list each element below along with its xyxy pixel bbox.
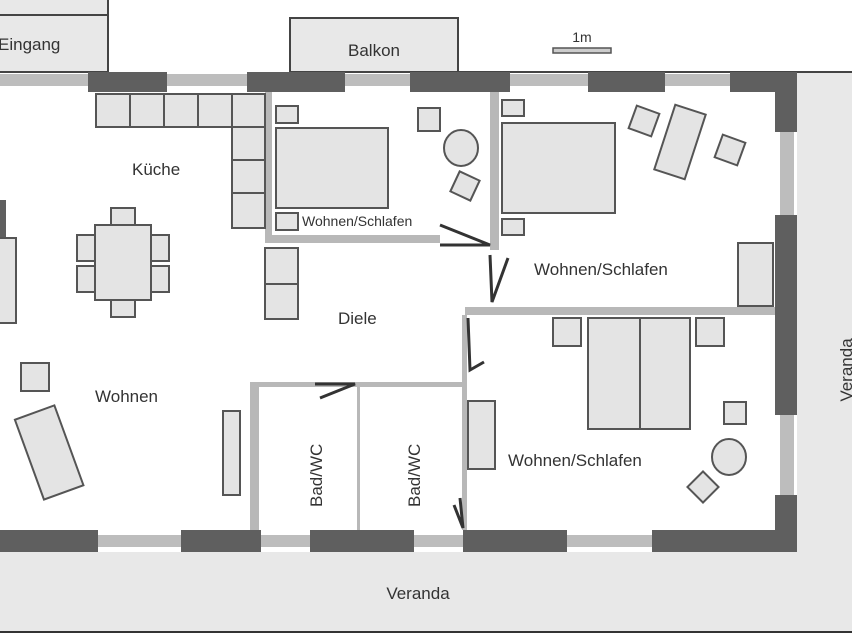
living-furniture xyxy=(13,362,241,501)
room-label-kitchen: Küche xyxy=(132,160,180,179)
scale-bar xyxy=(552,47,612,54)
room-label-entrance: Eingang xyxy=(0,35,60,54)
veranda-right-area xyxy=(797,72,852,552)
room-label-bath-2: Bad/WC xyxy=(405,444,424,507)
entrance-top-box xyxy=(0,0,109,16)
room-label-veranda-bottom: Veranda xyxy=(386,584,450,603)
room-label-bedroom-1: Wohnen/Schlafen xyxy=(302,213,412,229)
room-label-bedroom-3: Wohnen/Schlafen xyxy=(508,451,642,470)
room-label-bath-1: Bad/WC xyxy=(307,444,326,507)
room-label-bedroom-2: Wohnen/Schlafen xyxy=(534,260,668,279)
bedroom-2-furniture xyxy=(501,99,774,307)
scale-label: 1m xyxy=(572,29,591,45)
outer-walls xyxy=(0,72,797,552)
room-label-living: Wohnen xyxy=(95,387,158,406)
doors xyxy=(315,223,510,529)
interior-walls xyxy=(250,92,775,530)
room-label-hallway: Diele xyxy=(338,309,377,328)
cabinet-hall xyxy=(264,247,299,285)
cabinet-left xyxy=(0,237,17,324)
bedroom-3-furniture xyxy=(467,317,747,504)
room-label-balcony: Balkon xyxy=(348,41,400,60)
veranda-bottom-area xyxy=(0,552,852,632)
cabinet-hall xyxy=(264,283,299,320)
kitchen-cabinets xyxy=(95,93,266,229)
balcony-area xyxy=(289,17,459,73)
dining-table xyxy=(76,207,170,318)
bedroom-1-furniture xyxy=(275,105,481,231)
room-label-veranda-right: Veranda xyxy=(837,338,852,402)
entrance-area xyxy=(0,14,109,73)
